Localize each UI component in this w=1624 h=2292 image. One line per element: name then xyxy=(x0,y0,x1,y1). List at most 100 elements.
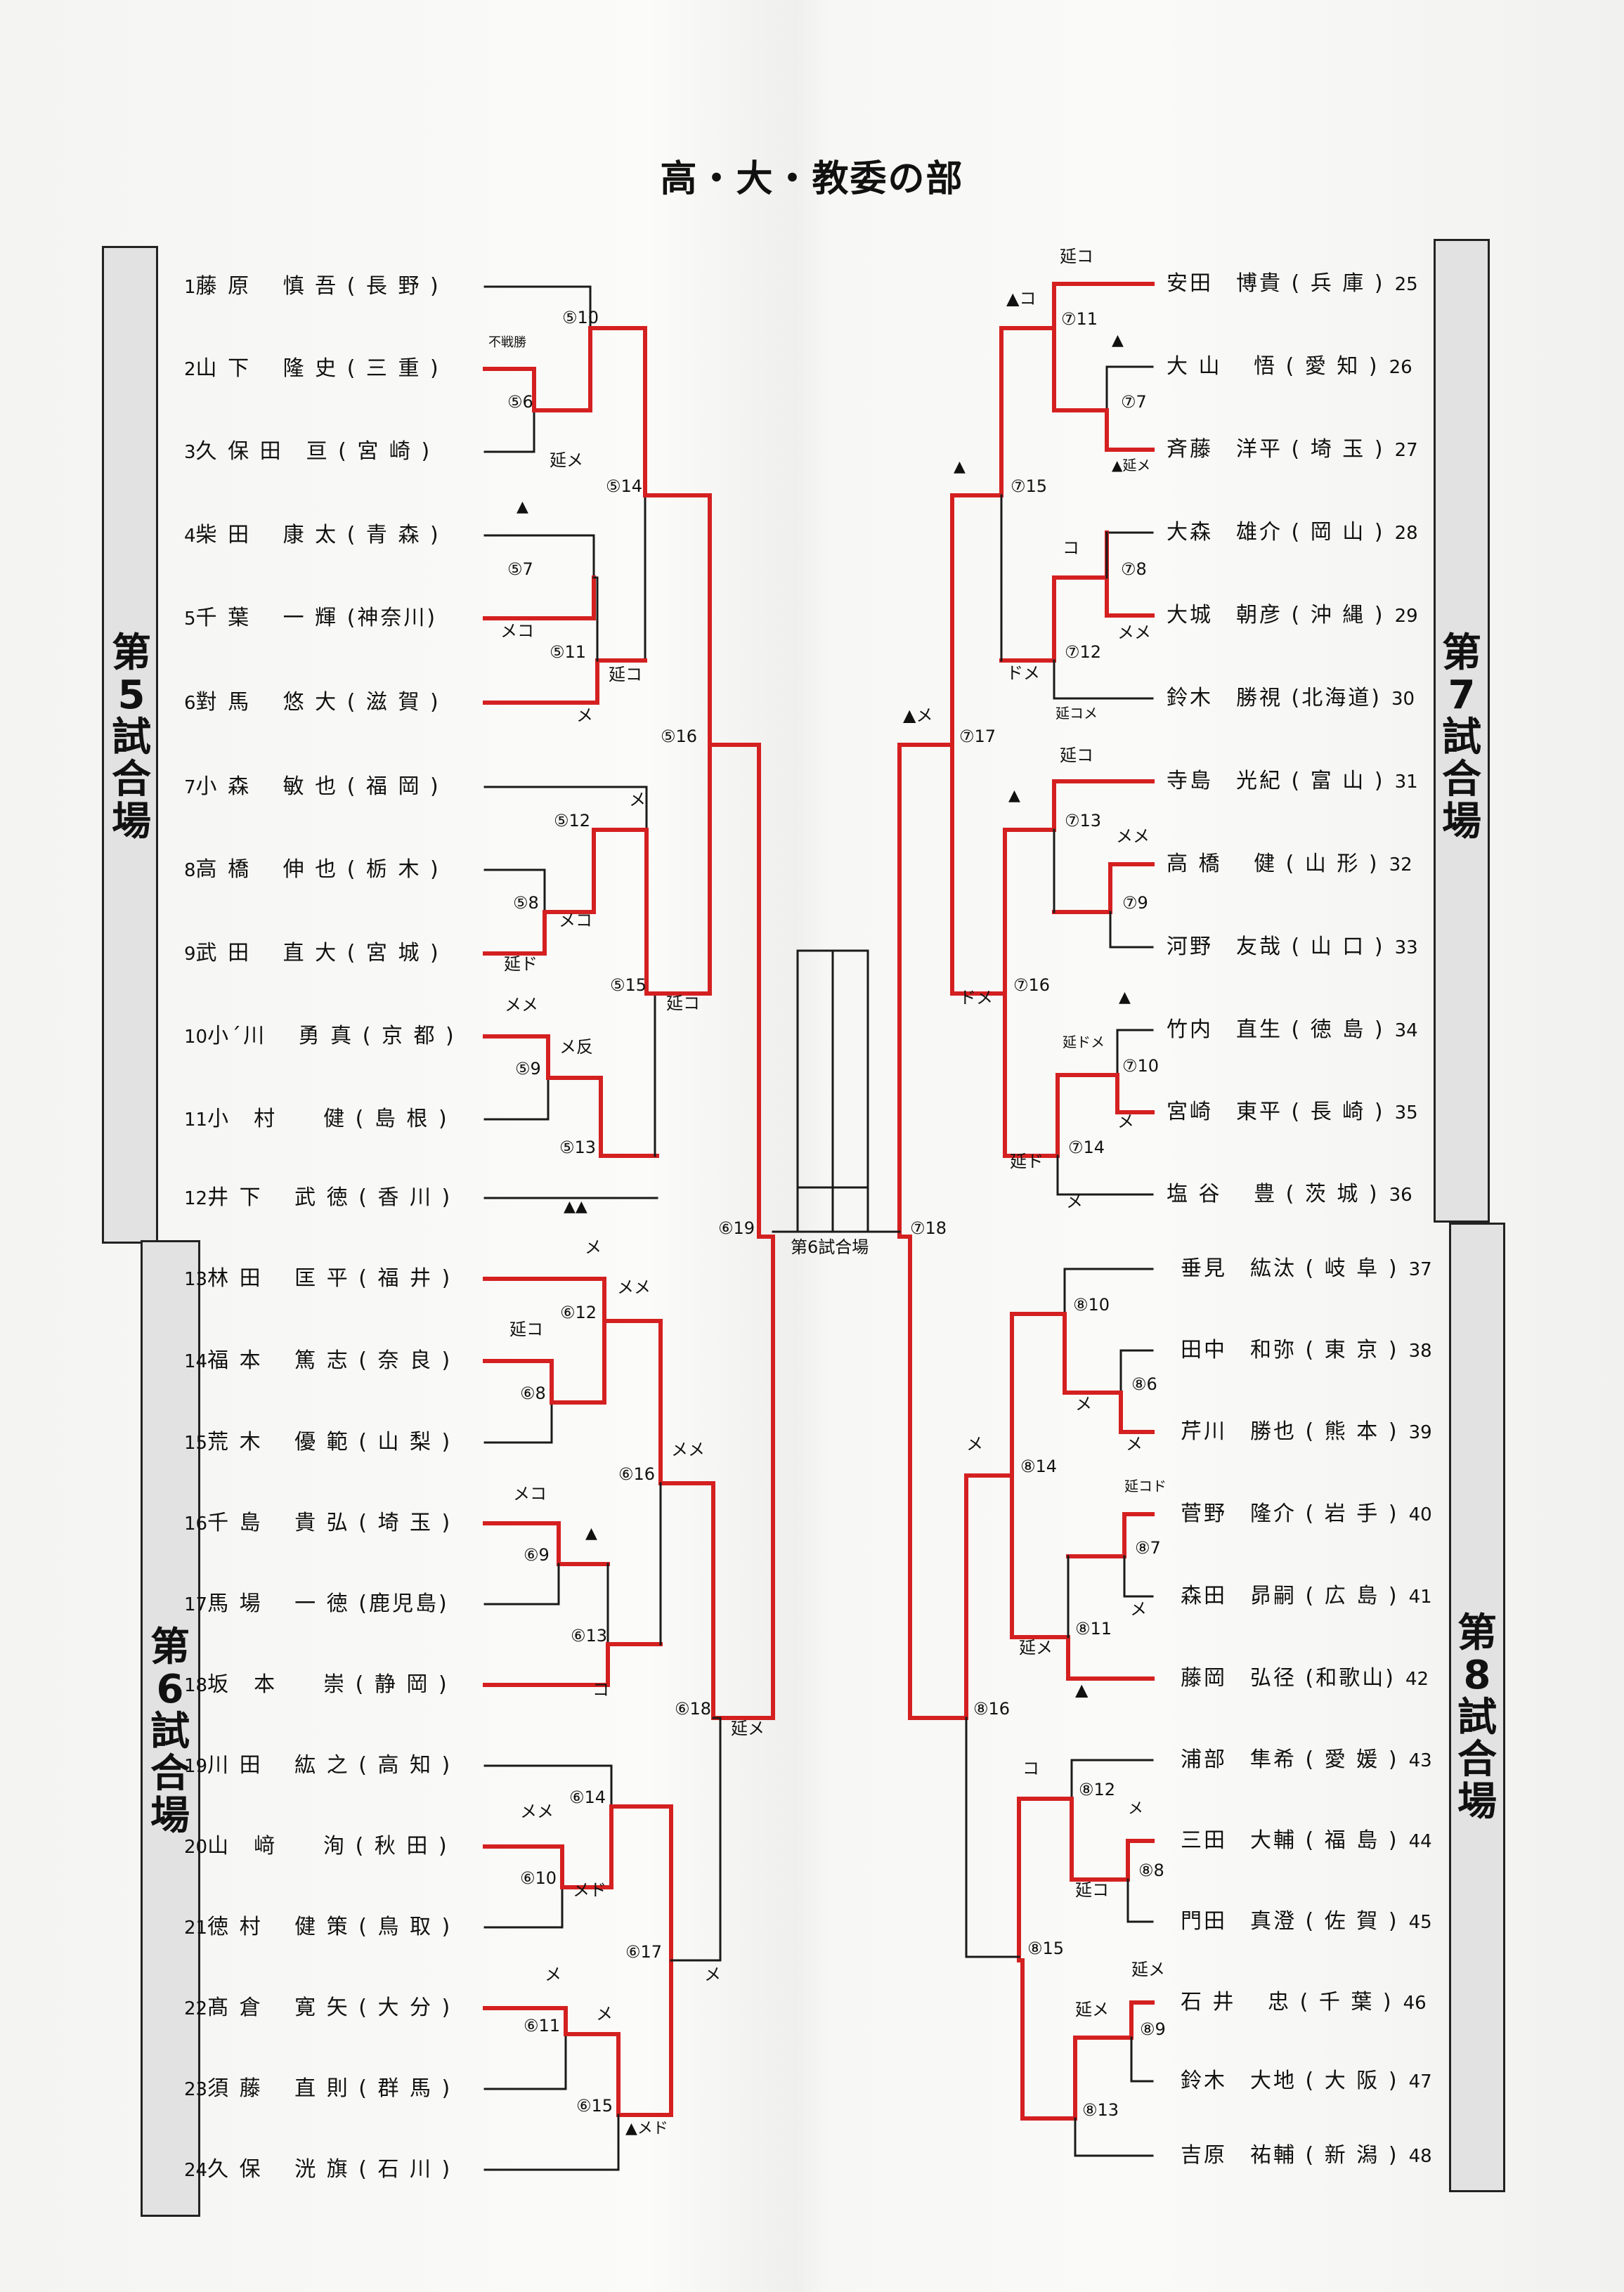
player-number: 2 xyxy=(184,359,196,380)
player-name: 對 馬 悠 大 ( 滋 賀 ) xyxy=(195,690,441,715)
match-number-left: ⑤9 xyxy=(515,1059,541,1079)
result-mark: メ xyxy=(629,790,646,809)
match-number-left: ⑥15 xyxy=(576,2096,613,2116)
result-mark: メ xyxy=(1075,1394,1092,1414)
player-name: 須 藤 直 則 ( 群 馬 ) xyxy=(207,2076,453,2101)
bracket-player-right: 石 井 忠 ( 千 葉 )46 xyxy=(1181,1990,1427,2016)
bracket-player-right: 竹内 直生 ( 徳 島 )34 xyxy=(1167,1017,1418,1043)
player-number: 31 xyxy=(1394,771,1418,793)
bracket-player-right: 浦部 隼希 ( 愛 媛 )43 xyxy=(1181,1747,1432,1773)
banner-arena-7 xyxy=(1434,239,1490,1223)
player-name: 坂 本 崇 ( 静 岡 ) xyxy=(207,1672,449,1697)
player-number: 30 xyxy=(1391,689,1415,710)
player-name: 高 橋 伸 也 ( 栃 木 ) xyxy=(195,857,441,882)
result-mark: 延コ xyxy=(1060,247,1093,266)
player-name: 垂見 紘汰 ( 岐 阜 ) xyxy=(1181,1256,1399,1281)
match-number-right: ⑦11 xyxy=(1061,309,1098,329)
bracket-player-left: 20山 﨑 洵 ( 秋 田 ) xyxy=(184,1834,449,1860)
player-name: 吉原 祐輔 ( 新 潟 ) xyxy=(1181,2143,1399,2168)
player-name: 門田 真澄 ( 佐 賀 ) xyxy=(1181,1909,1399,1934)
player-number: 40 xyxy=(1408,1504,1432,1525)
bracket-player-left: 18坂 本 崇 ( 静 岡 ) xyxy=(184,1672,449,1698)
bracket-player-left: 2山 下 隆 史 ( 三 重 ) xyxy=(184,356,441,382)
player-name: 田中 和弥 ( 東 京 ) xyxy=(1181,1338,1399,1362)
result-mark: メメ xyxy=(617,1277,651,1297)
bracket-player-right: 安田 博貴 ( 兵 庫 )25 xyxy=(1167,271,1418,297)
player-name: 菅野 隆介 ( 岩 手 ) xyxy=(1181,1502,1399,1526)
player-number: 43 xyxy=(1408,1750,1432,1771)
banner-arena-8 xyxy=(1449,1223,1505,2192)
bracket-player-right: 菅野 隆介 ( 岩 手 ) 40 xyxy=(1181,1502,1432,1528)
player-number: 24 xyxy=(184,2160,208,2181)
result-mark: ▲ xyxy=(1075,1680,1089,1700)
player-number: 3 xyxy=(184,442,196,463)
player-name: 馬 場 一 徳 (鹿児島) xyxy=(207,1591,449,1616)
player-name: 武 田 直 大 ( 宮 城 ) xyxy=(195,941,441,965)
result-mark: ドメ xyxy=(959,988,993,1008)
match-number-right: ⑧9 xyxy=(1140,2019,1166,2039)
match-number-left: ⑥9 xyxy=(524,1545,550,1565)
match-number-left: ⑤16 xyxy=(661,727,698,746)
player-number: 20 xyxy=(184,1837,208,1858)
result-mark: ドメ xyxy=(1006,663,1040,683)
match-number-left: ⑥18 xyxy=(675,1699,712,1719)
result-mark: ▲ xyxy=(517,498,528,516)
player-name: 大 山 悟 ( 愛 知 ) xyxy=(1167,354,1379,379)
match-number-left: ⑤14 xyxy=(606,476,643,496)
match-number-left: ⑤10 xyxy=(562,308,599,327)
bracket-player-right: 大城 朝彦 ( 沖 縄 )29 xyxy=(1167,603,1418,629)
player-name: 川 田 紘 之 ( 高 知 ) xyxy=(207,1753,453,1778)
result-mark: 延コメ xyxy=(1055,705,1098,722)
result-mark: 延コ xyxy=(666,994,700,1013)
player-number: 13 xyxy=(184,1269,208,1290)
player-number: 16 xyxy=(184,1513,208,1535)
result-mark: メド xyxy=(573,1880,606,1900)
player-name: 柴 田 康 太 ( 青 森 ) xyxy=(195,523,441,547)
player-number: 35 xyxy=(1394,1102,1418,1124)
match-number-right: ⑧15 xyxy=(1027,1939,1065,1958)
result-mark: ▲メド xyxy=(625,2120,668,2137)
player-number: 28 xyxy=(1394,523,1418,544)
player-number: 25 xyxy=(1394,274,1418,295)
player-number: 15 xyxy=(184,1433,208,1454)
player-name: 斉藤 洋平 ( 埼 玉 ) xyxy=(1167,437,1385,462)
bracket-player-right: 斉藤 洋平 ( 埼 玉 )27 xyxy=(1167,437,1418,463)
match-number-left: ⑥17 xyxy=(625,1942,663,1962)
result-mark: メコ xyxy=(513,1484,547,1504)
result-mark: メ xyxy=(545,1965,561,1984)
result-mark: メメ xyxy=(1117,623,1151,642)
result-mark: 延メ xyxy=(1019,1638,1053,1658)
match-number-right: ⑧6 xyxy=(1131,1374,1157,1394)
player-name: 三田 大輔 ( 福 島 ) xyxy=(1181,1828,1399,1853)
bracket-player-right: 塩 谷 豊 ( 茨 城 )36 xyxy=(1167,1182,1412,1208)
player-name: 寺島 光紀 ( 富 山 ) xyxy=(1167,769,1385,793)
match-number-left: ⑥13 xyxy=(571,1626,608,1646)
bracket-player-left: 22髙 倉 寛 矢 ( 大 分 ) xyxy=(184,1995,452,2021)
result-mark: ▲延メ xyxy=(1112,457,1151,474)
match-number-right: ⑦15 xyxy=(1011,476,1048,496)
result-mark: メメ xyxy=(520,1802,554,1821)
bracket-player-left: 19川 田 紘 之 ( 高 知 ) xyxy=(184,1753,452,1779)
player-number: 46 xyxy=(1403,1993,1427,2014)
banner-arena-6-label: 第6試合場 xyxy=(150,1624,190,1839)
bracket-player-right: 大 山 悟 ( 愛 知 )26 xyxy=(1167,354,1412,380)
player-name: 山 﨑 洵 ( 秋 田 ) xyxy=(207,1834,449,1858)
player-number: 9 xyxy=(184,944,196,965)
result-mark: 延メ xyxy=(1075,2000,1109,2019)
bracket-player-right: 田中 和弥 ( 東 京 )38 xyxy=(1181,1338,1432,1364)
page-title: 高・大・教委の部 xyxy=(660,158,964,200)
player-name: 塩 谷 豊 ( 茨 城 ) xyxy=(1167,1182,1379,1206)
match-number-left: ⑤8 xyxy=(513,893,539,913)
bracket-player-left: 3久 保 田 亘 ( 宮 崎 ) xyxy=(184,439,431,465)
result-mark: 延ド xyxy=(1010,1152,1044,1171)
match-number-right: ⑦18 xyxy=(910,1218,947,1238)
result-mark: 延コド xyxy=(1124,1478,1167,1495)
result-mark: メメ xyxy=(671,1440,705,1459)
player-name: 千 島 貴 弘 ( 埼 玉 ) xyxy=(207,1511,453,1535)
player-number: 34 xyxy=(1394,1020,1418,1041)
player-number: 5 xyxy=(184,608,196,630)
player-number: 33 xyxy=(1394,937,1418,958)
result-mark: メ反 xyxy=(559,1037,593,1057)
player-name: 山 下 隆 史 ( 三 重 ) xyxy=(195,356,441,381)
match-number-left: ⑤11 xyxy=(550,642,587,662)
